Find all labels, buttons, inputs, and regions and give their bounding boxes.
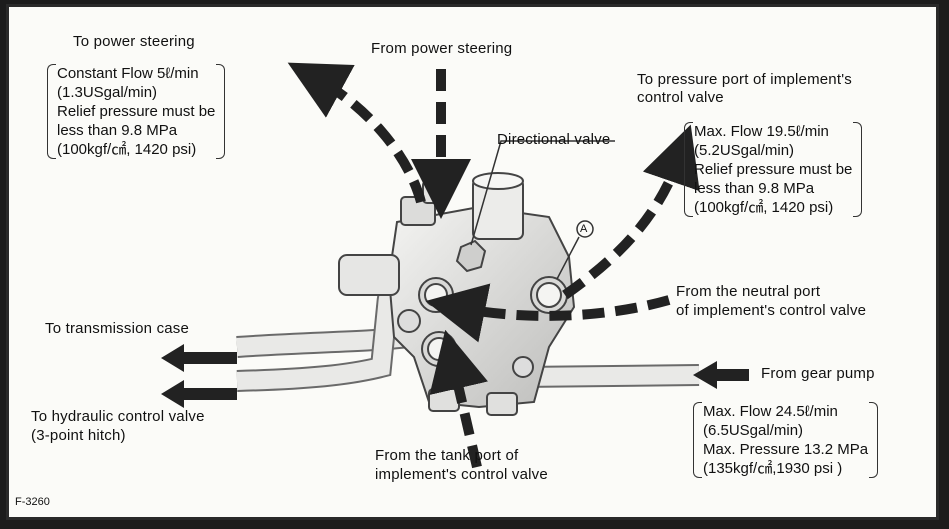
to-power-steering-label: To power steering xyxy=(73,33,195,50)
gear-pump-spec-line: (135kgf/㎠,1930 psi ) xyxy=(703,460,843,477)
gear-pump-spec-box: Max. Flow 24.5ℓ/min (6.5USgal/min) Max. … xyxy=(693,402,879,478)
gear-pump-spec-line: Max. Pressure 13.2 MPa xyxy=(703,441,869,458)
from-power-steering-label: From power steering xyxy=(371,40,513,57)
implement-spec-line: (5.2USgal/min) xyxy=(694,142,795,159)
implement-spec-box: Max. Flow 19.5ℓ/min (5.2USgal/min) Relie… xyxy=(684,122,863,217)
from-neutral-port-label-line2: of implement's control valve xyxy=(676,302,867,319)
from-tank-port-label-line2: implement's control valve xyxy=(375,466,548,483)
valve-diagram-art xyxy=(161,62,749,469)
to-pressure-port-label-line2: control valve xyxy=(637,89,724,106)
to-hydraulic-control-valve-label-line2: (3-point hitch) xyxy=(31,427,126,444)
dashed-flow-arrows xyxy=(287,62,700,469)
to-pressure-port-label-line1: To pressure port of implement's xyxy=(637,71,852,88)
figure-id: F-3260 xyxy=(15,496,50,508)
to-transmission-case-label: To transmission case xyxy=(45,320,190,337)
marker-a-circle xyxy=(576,220,594,238)
solid-flow-arrows xyxy=(161,344,749,408)
marker-a-label: A xyxy=(580,223,588,235)
power-steering-spec-line: (1.3USgal/min) xyxy=(57,84,158,101)
power-steering-spec-box: Constant Flow 5ℓ/min (1.3USgal/min) Reli… xyxy=(47,64,226,159)
from-tank-port-label-line1: From the tank port of xyxy=(375,447,519,464)
from-gear-pump-label: From gear pump xyxy=(761,365,875,382)
implement-spec-line: (100kgf/㎠, 1420 psi) xyxy=(694,199,834,216)
directional-valve-label: Directional valve xyxy=(497,131,611,148)
to-hydraulic-control-valve-label-line1: To hydraulic control valve xyxy=(31,408,205,425)
from-neutral-port-label-line1: From the neutral port xyxy=(676,283,821,300)
implement-spec-line: Relief pressure must be xyxy=(694,161,853,178)
diagram-frame: To power steering From power steering Di… xyxy=(6,4,939,520)
gear-pump-spec-line: (6.5USgal/min) xyxy=(703,422,804,439)
gear-pump-spec-line: Max. Flow 24.5ℓ/min xyxy=(703,403,838,420)
leader-lines xyxy=(470,140,615,280)
implement-spec-line: Max. Flow 19.5ℓ/min xyxy=(694,123,829,140)
power-steering-spec-line: Relief pressure must be xyxy=(57,103,216,120)
power-steering-spec-line: Constant Flow 5ℓ/min xyxy=(57,65,199,82)
power-steering-spec-line: less than 9.8 MPa xyxy=(57,122,178,139)
implement-spec-line: less than 9.8 MPa xyxy=(694,180,815,197)
power-steering-spec-line: (100kgf/㎠, 1420 psi) xyxy=(57,141,197,158)
